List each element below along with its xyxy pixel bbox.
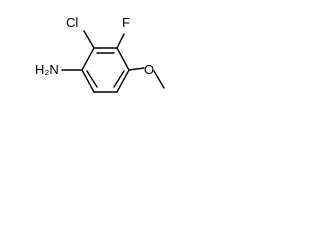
bond-to-chlorine [83,30,95,49]
bond-to-oxygen [128,67,145,71]
fluorine-label: F [122,15,130,30]
ring-bond-c6-c1 [81,47,95,71]
ring-double-bond-c5-c6 [86,70,98,88]
molecule-structure: Cl F H₂N O [35,15,165,93]
bond-to-fluorine [116,33,125,49]
ring-bond-c3-c4 [116,69,130,93]
ring-double-bond-c3-c4 [113,70,125,88]
chlorine-label: Cl [66,15,78,30]
ring-bond-c5-c6 [81,69,95,93]
oxygen-label: O [144,62,154,77]
amine-label: H₂N [35,62,59,77]
bond-oxygen-methyl [153,70,165,89]
ring-bond-c2-c3 [116,47,130,71]
